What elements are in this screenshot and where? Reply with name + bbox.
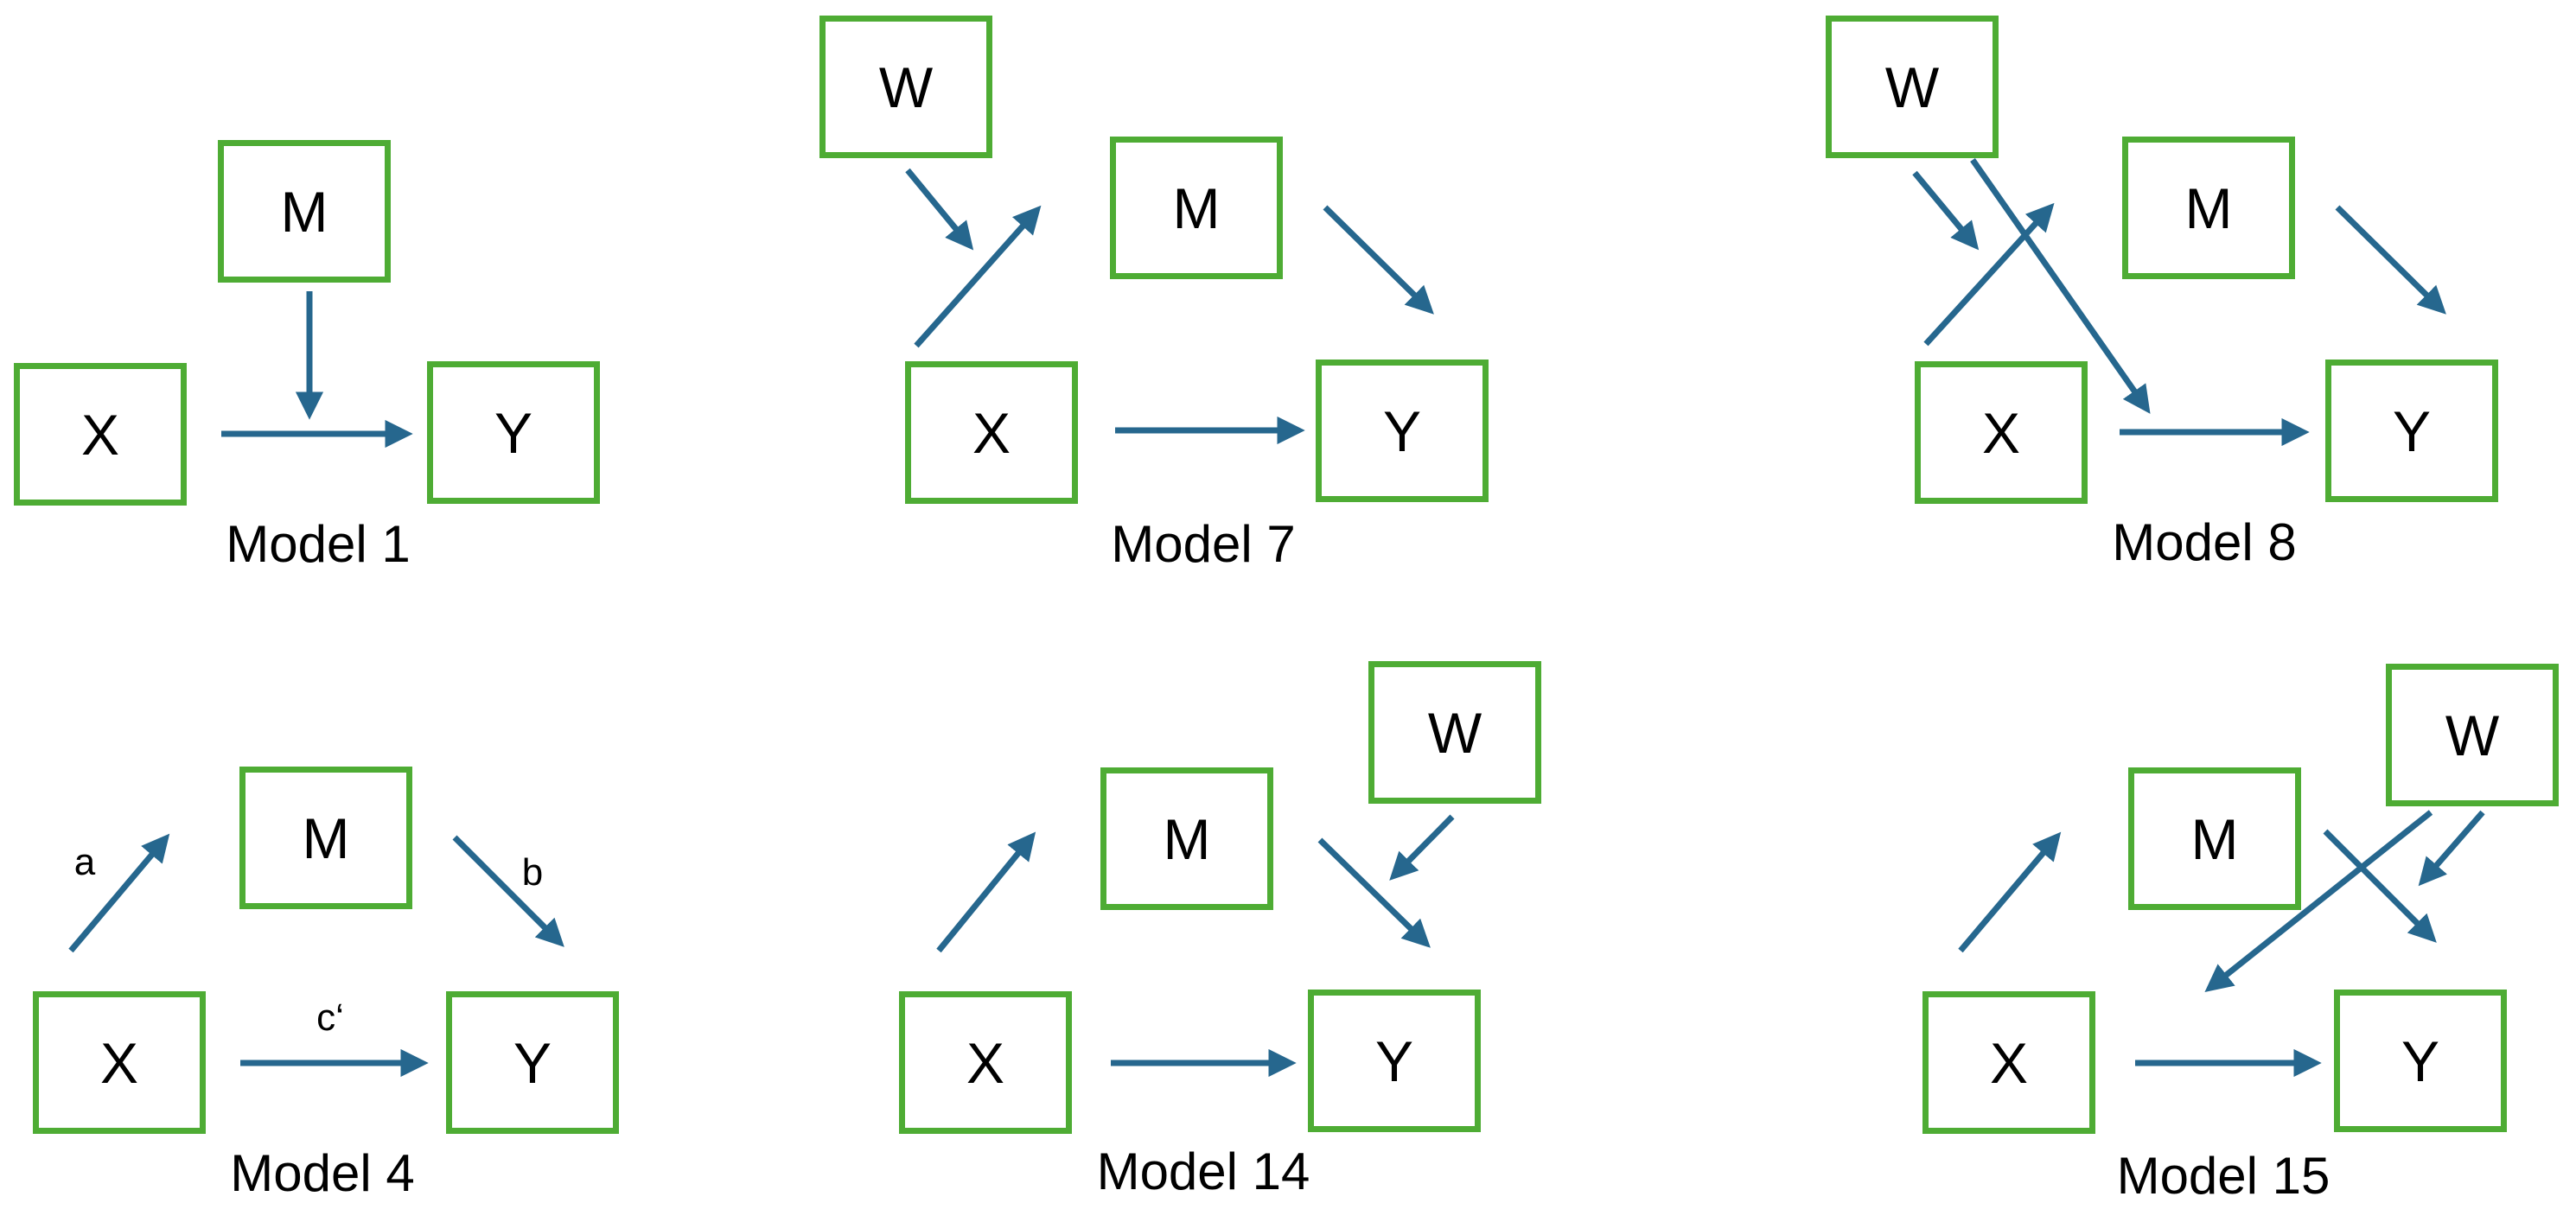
node-letter: W [1427, 700, 1482, 765]
model15-arrow-m-to-y [2323, 829, 2437, 943]
model7-arrow-m-to-y [1323, 205, 1434, 315]
model15-title: Model 15 [2116, 1147, 2331, 1205]
model1-node-box-m: M [218, 140, 391, 283]
model4-node-box-m: M [239, 767, 412, 909]
model4-title: Model 4 [230, 1144, 415, 1202]
model15-node-box-w: W [2386, 664, 2559, 806]
node-letter: Y [513, 1030, 552, 1095]
node-letter: X [1989, 1030, 2029, 1095]
model14-arrow-m-to-y [1317, 837, 1431, 948]
node-letter: M [1172, 175, 1221, 240]
node-letter: X [80, 402, 120, 467]
model14-arrow-w-to-b-path [1389, 814, 1455, 881]
model14-node-box-y: Y [1308, 990, 1481, 1132]
model7-node-box-x: X [905, 361, 1078, 504]
model4-path-label-a: a [73, 841, 96, 883]
model7-node-box-y: Y [1316, 360, 1489, 502]
node-letter: Y [1374, 1028, 1414, 1093]
model14-node-box-w: W [1368, 661, 1541, 804]
node-letter: Y [494, 400, 533, 465]
model14-title: Model 14 [1096, 1142, 1310, 1200]
model8-arrow-w-to-a-path [1912, 170, 1980, 251]
model14-node-box-m: M [1100, 767, 1273, 910]
model8-arrow-m-to-y [2335, 205, 2446, 315]
model4-node-box-y: Y [446, 991, 619, 1134]
model7-title: Model 7 [1111, 515, 1296, 573]
node-letter: X [972, 400, 1011, 465]
node-letter: X [1981, 400, 2021, 465]
model1-node-box-x: X [14, 363, 187, 506]
node-letter: X [966, 1030, 1005, 1095]
model8-arrow-x-to-m [1923, 202, 2055, 347]
node-letter: M [302, 805, 350, 870]
node-letter: Y [1382, 398, 1422, 463]
model4-path-label-c-prime: c‘ [316, 996, 344, 1039]
model15-node-box-y: Y [2334, 990, 2507, 1132]
node-letter: M [1163, 806, 1211, 871]
model7-node-box-m: M [1110, 137, 1283, 279]
node-letter: X [99, 1030, 139, 1095]
model14-node-box-x: X [899, 991, 1072, 1134]
node-letter: W [878, 54, 934, 119]
node-letter: M [280, 179, 328, 244]
model4-path-label-b: b [521, 851, 544, 894]
node-letter: M [2184, 175, 2233, 240]
model7-arrow-x-to-m [914, 205, 1042, 348]
node-letter: W [2445, 703, 2500, 767]
model15-arrow-x-to-m [1958, 831, 2062, 953]
model1-title: Model 1 [226, 515, 411, 573]
model8-title: Model 8 [2112, 513, 2297, 571]
model4-node-box-x: X [33, 991, 206, 1134]
model15-arrow-w-to-b-path [2418, 810, 2485, 887]
model7-arrow-w-to-a-path [905, 168, 974, 251]
model15-node-box-m: M [2128, 767, 2301, 910]
node-letter: Y [2392, 398, 2432, 463]
node-letter: Y [2401, 1028, 2440, 1093]
model8-node-box-x: X [1915, 361, 2088, 504]
model7-node-box-w: W [819, 16, 992, 158]
model14-arrow-x-to-m [936, 831, 1036, 953]
model15-node-box-x: X [1922, 991, 2095, 1134]
model8-node-box-w: W [1826, 16, 1999, 158]
model8-node-box-y: Y [2325, 360, 2498, 502]
model8-node-box-m: M [2122, 137, 2295, 279]
node-letter: M [2190, 806, 2239, 871]
model1-node-box-y: Y [427, 361, 600, 504]
node-letter: W [1884, 54, 1940, 119]
